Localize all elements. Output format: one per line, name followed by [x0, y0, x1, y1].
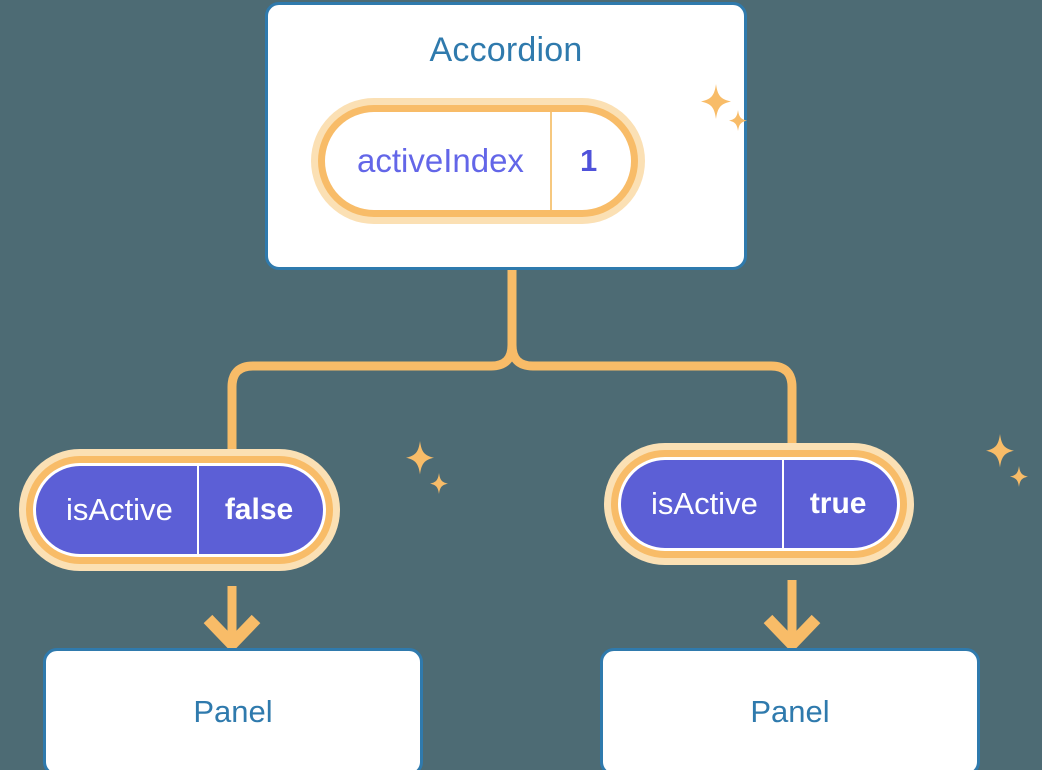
- state-pill-is-active-false[interactable]: isActive false: [19, 449, 341, 571]
- panel-card-left[interactable]: Panel: [43, 648, 423, 770]
- page-title: Accordion: [429, 31, 583, 69]
- sparkle-icon: [398, 437, 458, 507]
- pill-body: isActive false: [33, 463, 327, 557]
- panel-title: Panel: [750, 694, 830, 729]
- pill-inner: isActive false: [36, 466, 324, 554]
- panel-card-right[interactable]: Panel: [600, 648, 980, 770]
- pill-glow: isActive false: [19, 449, 341, 571]
- panel-title: Panel: [193, 694, 273, 729]
- arrow-down-icon-right: [763, 580, 821, 653]
- pill-ring: isActive true: [611, 450, 907, 558]
- pill-inner: isActive true: [621, 460, 897, 548]
- state-value-label: true: [809, 487, 867, 520]
- state-value-label: 1: [579, 143, 598, 178]
- connector-branch-right: [507, 344, 797, 449]
- state-value-label: false: [224, 493, 294, 526]
- sparkle-icon: [978, 430, 1036, 500]
- arrow-down-icon-left: [203, 586, 261, 653]
- state-pill-is-active-true[interactable]: isActive true: [604, 443, 914, 565]
- pill-ring: isActive false: [26, 456, 334, 564]
- pill-body: activeIndex 1: [325, 112, 632, 210]
- state-key-label: activeIndex: [325, 112, 552, 210]
- pill-glow: isActive true: [604, 443, 914, 565]
- state-pill-active-index[interactable]: activeIndex 1: [311, 98, 646, 224]
- pill-body: isActive true: [618, 457, 900, 551]
- pill-ring: activeIndex 1: [318, 105, 639, 217]
- connector-branch-left: [227, 344, 517, 454]
- pill-glow: activeIndex 1: [311, 98, 646, 224]
- state-key-label: isActive: [621, 460, 784, 548]
- state-key-label: isActive: [36, 466, 199, 554]
